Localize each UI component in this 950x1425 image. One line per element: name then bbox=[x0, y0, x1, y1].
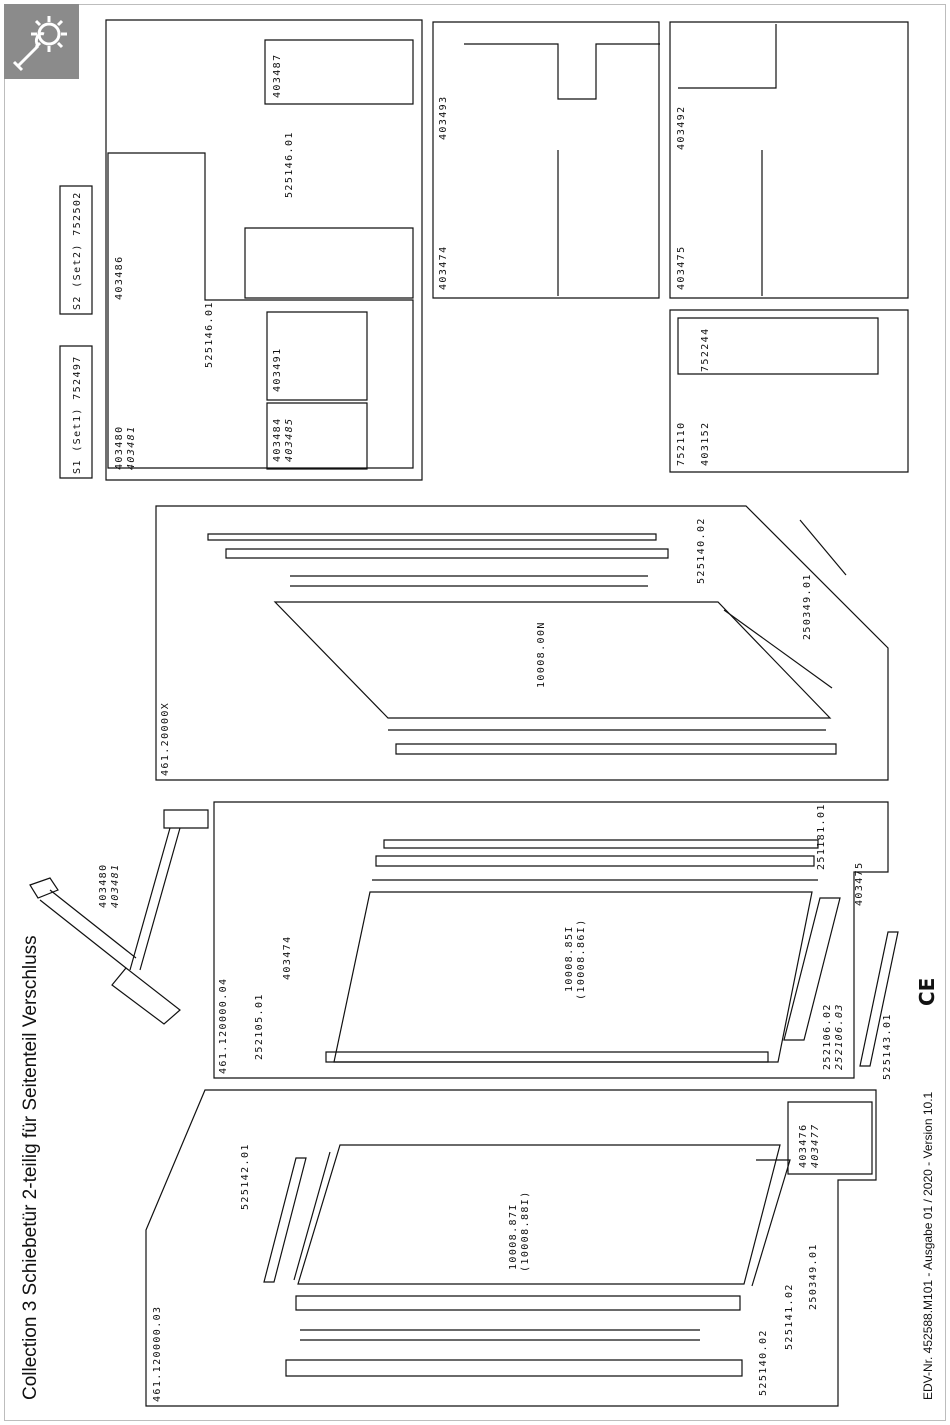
label-10008-85i: 10008.85I bbox=[564, 925, 575, 992]
label-403474: 403474 bbox=[282, 935, 293, 980]
page-border bbox=[4, 4, 946, 1421]
label-403485: 403485 bbox=[284, 417, 295, 462]
label-752244: 752244 bbox=[700, 327, 711, 372]
label-525142-01: 525142.01 bbox=[240, 1143, 251, 1210]
set-1-label: S1 (Set1) 752497 bbox=[72, 355, 83, 474]
label-251181-01: 251181.01 bbox=[816, 803, 827, 870]
panel-461-20000x bbox=[156, 506, 888, 780]
service-badge bbox=[4, 4, 79, 79]
label-252105-01: 252105.01 bbox=[254, 993, 265, 1060]
label-403475-top: 403475 bbox=[676, 245, 687, 290]
label-403480-sketch: 403480 bbox=[98, 863, 109, 908]
label-403493: 403493 bbox=[438, 95, 449, 140]
label-403477: 403477 bbox=[810, 1123, 821, 1168]
set-2-label: S2 (Set2) 752502 bbox=[72, 191, 83, 310]
label-10008-86i: (10008.86I) bbox=[576, 918, 587, 1000]
label-403486: 403486 bbox=[114, 255, 125, 300]
label-403487: 403487 bbox=[272, 53, 283, 98]
label-461-120000-03: 461.120000.03 bbox=[152, 1306, 163, 1402]
label-403484: 403484 bbox=[272, 417, 283, 462]
label-525140-02: 525140.02 bbox=[758, 1329, 769, 1396]
label-403481-sketch: 403481 bbox=[110, 863, 121, 908]
label-525146-01-top: 525146.01 bbox=[284, 131, 295, 198]
label-525141-02: 525141.02 bbox=[784, 1283, 795, 1350]
label-250349-01-mid: 250349.01 bbox=[802, 573, 813, 640]
box-profile-strips bbox=[670, 310, 908, 472]
label-10008-00n: 10008.00N bbox=[536, 621, 547, 688]
set-label-boxes bbox=[60, 186, 92, 478]
label-525140-02-mid: 525140.02 bbox=[696, 517, 707, 584]
label-10008-88i: (10008.88I) bbox=[520, 1190, 531, 1272]
label-403491: 403491 bbox=[272, 347, 283, 392]
label-403152: 403152 bbox=[700, 421, 711, 466]
panel-461-120000-04 bbox=[214, 802, 898, 1078]
panel-461-120000-03 bbox=[146, 1090, 876, 1406]
label-525143-01: 525143.01 bbox=[882, 1013, 893, 1080]
ce-mark-icon: CE bbox=[915, 978, 939, 1006]
label-461-20000x: 461.20000X bbox=[160, 702, 171, 776]
label-752110: 752110 bbox=[676, 421, 687, 466]
box-roller-a bbox=[433, 22, 660, 298]
page-title: Collection 3 Schiebetür 2-teilig für Sei… bbox=[20, 935, 41, 1400]
label-403474-top: 403474 bbox=[438, 245, 449, 290]
footer-edv: EDV-Nr. 452588.M101 - Ausgabe 01 / 2020 … bbox=[921, 1091, 935, 1400]
part-labels: 403487 525146.01 403486 525146.01 403491… bbox=[72, 53, 893, 1402]
label-525146-01: 525146.01 bbox=[204, 301, 215, 368]
label-250349-01: 250349.01 bbox=[808, 1243, 819, 1310]
label-403481: 403481 bbox=[126, 425, 137, 470]
box-slide-kit bbox=[106, 20, 422, 480]
label-403475: 403475 bbox=[854, 861, 865, 906]
label-252106-02: 252106.02 bbox=[822, 1003, 833, 1070]
label-10008-87i: 10008.87I bbox=[508, 1203, 519, 1270]
label-461-120000-04: 461.120000.04 bbox=[218, 978, 229, 1074]
wrench-gear-icon bbox=[4, 4, 79, 79]
label-403476: 403476 bbox=[798, 1123, 809, 1168]
frame-sketch bbox=[30, 810, 208, 1024]
label-403492: 403492 bbox=[676, 105, 687, 150]
box-roller-b bbox=[670, 22, 908, 298]
label-403480: 403480 bbox=[114, 425, 125, 470]
label-252106-03: 252106.03 bbox=[834, 1003, 845, 1070]
